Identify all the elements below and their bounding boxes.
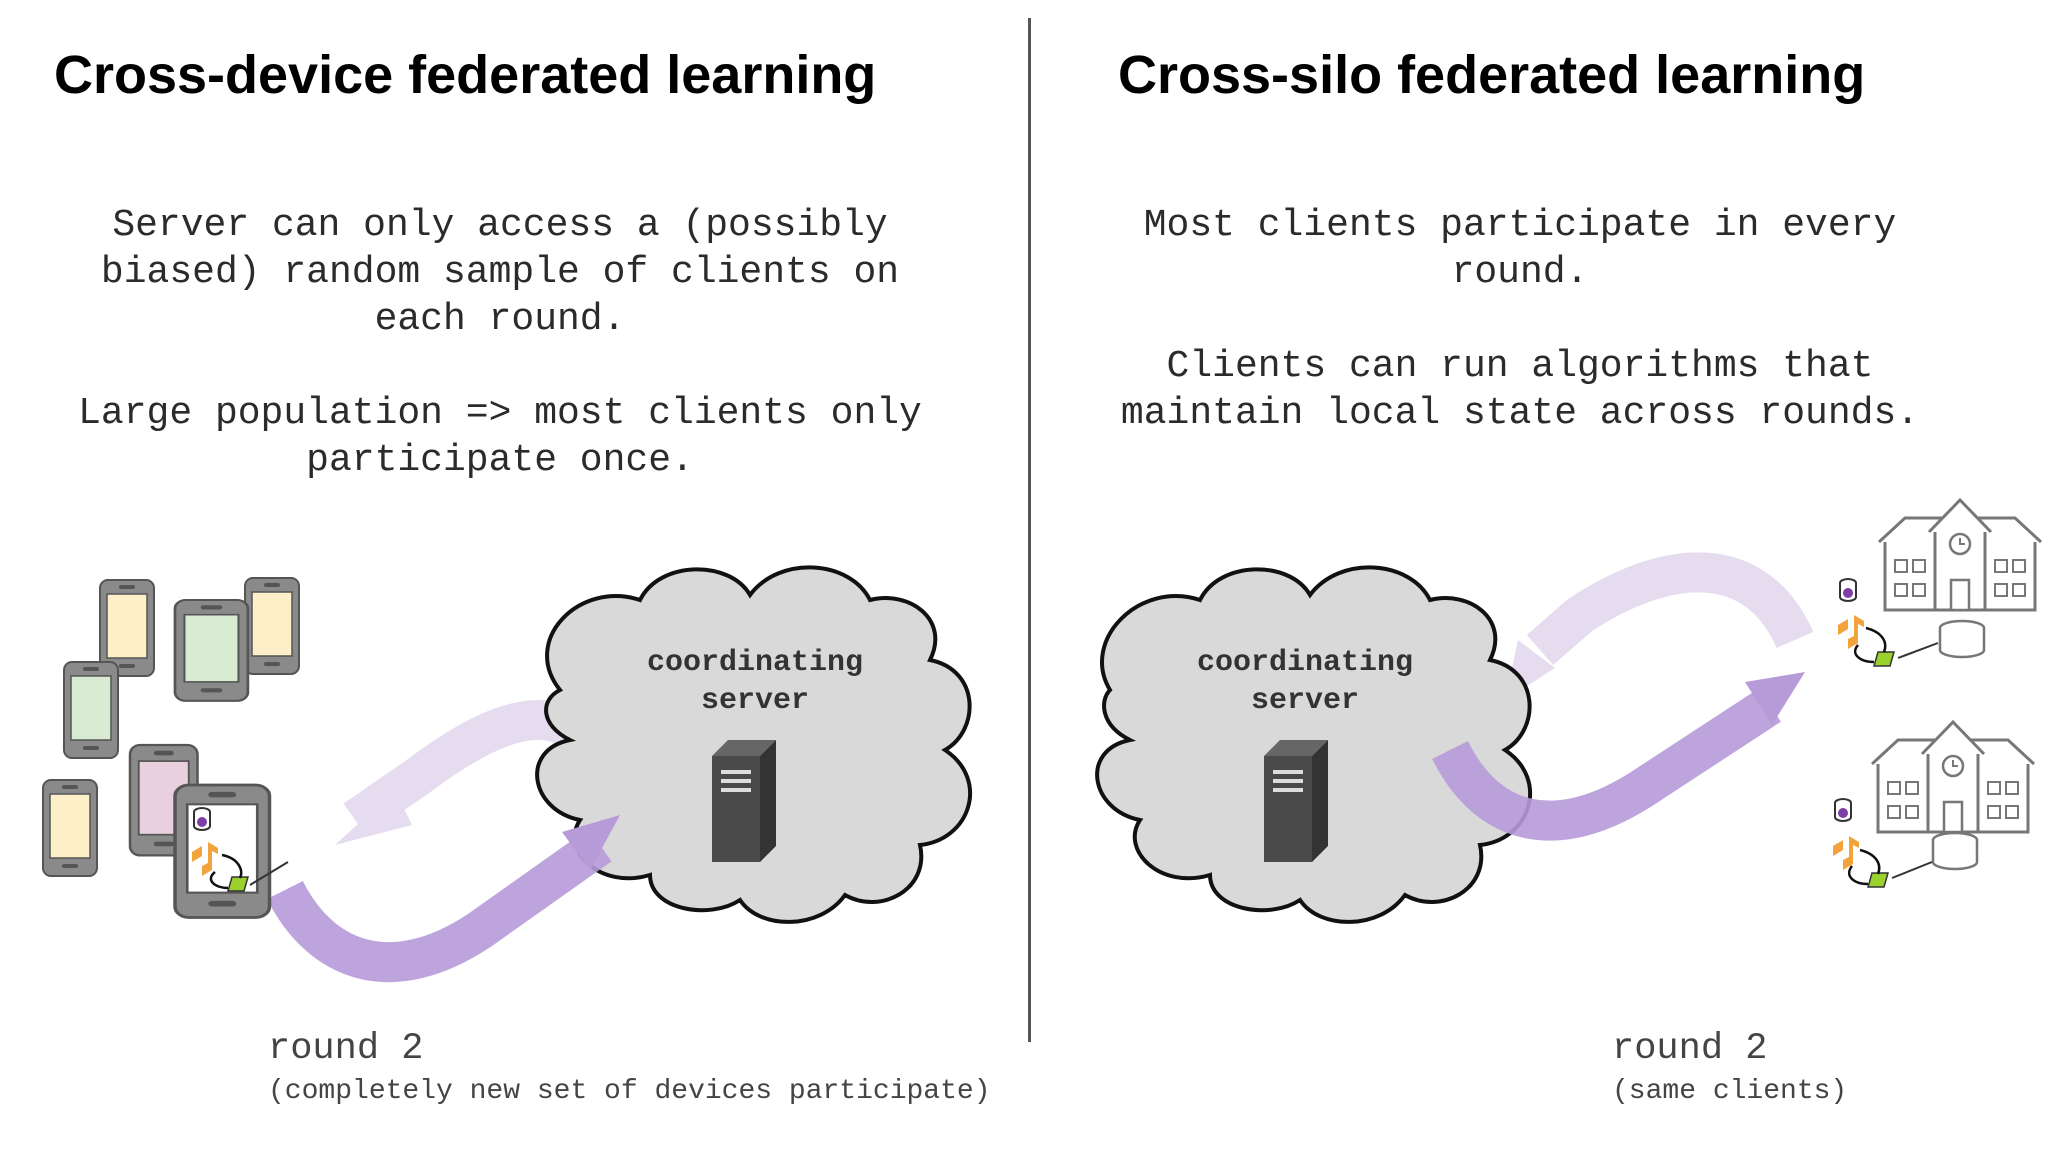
pointer-line <box>1891 861 1933 879</box>
smartphone-icon <box>173 598 250 703</box>
strong-upload-arrow <box>1432 688 1781 841</box>
cross-silo-description-state: Clients can run algorithms that maintain… <box>1120 345 1920 435</box>
smartphone-icon <box>63 661 119 759</box>
strong-upload-arrow <box>267 828 612 983</box>
pointer-line <box>1897 642 1939 659</box>
strong-upload-arrowhead <box>1745 672 1805 725</box>
database-icon <box>1938 619 1986 659</box>
loop-arrow-icon <box>1853 626 1887 664</box>
model-parallelogram-icon <box>227 876 249 892</box>
database-icon <box>193 807 211 831</box>
server-tower-icon <box>1264 740 1328 862</box>
smartphone-icon <box>244 577 300 675</box>
school-building-icon <box>1877 498 2043 612</box>
database-icon <box>1839 578 1857 602</box>
server-label-right-line1: coordinating <box>1197 646 1413 680</box>
database-icon <box>1931 831 1979 871</box>
faint-return-arrow <box>1526 552 1814 666</box>
round-note-left: (completely new set of devices participa… <box>268 1076 991 1107</box>
server-label-left-line2: server <box>701 684 809 718</box>
model-parallelogram-icon <box>1873 651 1895 667</box>
faint-return-arrowhead <box>335 790 412 845</box>
school-building-icon <box>1870 720 2036 834</box>
loop-arrow-icon <box>1847 848 1881 886</box>
loop-arrow-icon <box>209 853 243 890</box>
cross-silo-description-participation: Most clients participate in every round. <box>1143 204 1897 294</box>
cross-device-description-population: Large population => most clients only pa… <box>78 392 922 482</box>
cross-silo-title: Cross-silo federated learning <box>1118 45 1866 105</box>
round-label-right: round 2 <box>1612 1028 1768 1070</box>
server-label-left-line1: coordinating <box>647 646 863 680</box>
smartphone-icon <box>42 779 98 877</box>
smartphone-icon <box>173 783 272 920</box>
server-label-right-line2: server <box>1251 684 1359 718</box>
round-note-right: (same clients) <box>1612 1076 1848 1107</box>
server-tower-icon <box>712 740 776 862</box>
tensorflow-logo-icon <box>1838 615 1864 649</box>
pointer-line <box>249 861 289 886</box>
model-parallelogram-icon <box>1867 872 1889 888</box>
cross-device-description-sampling: Server can only access a (possibly biase… <box>100 204 900 341</box>
round-label-left: round 2 <box>268 1028 424 1070</box>
tensorflow-logo-icon <box>1833 836 1859 870</box>
cross-device-title: Cross-device federated learning <box>54 45 877 105</box>
strong-upload-arrowhead <box>562 815 620 870</box>
panel-divider <box>1028 18 1031 1042</box>
database-icon <box>1834 798 1852 822</box>
